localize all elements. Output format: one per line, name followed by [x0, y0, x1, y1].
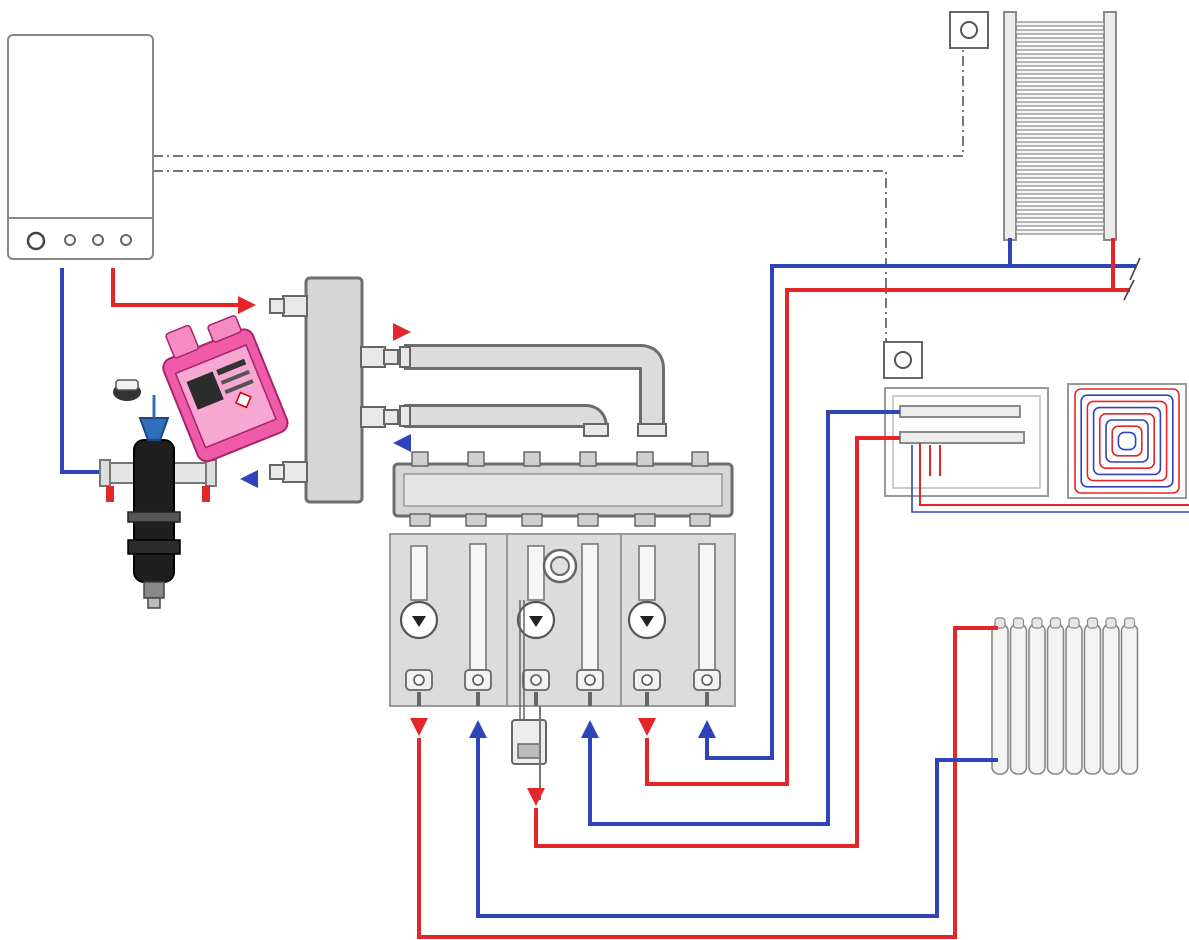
boiler-return-pipe	[60, 268, 106, 474]
pump-groups	[389, 533, 736, 707]
boiler-flow-pipe	[111, 268, 238, 307]
flow-direction-arrow-icon	[469, 720, 487, 738]
mixing-valve-icon	[511, 548, 578, 800]
flow-direction-arrow-icon	[393, 323, 411, 341]
circulation-pump-icon	[516, 600, 556, 640]
flow-direction-arrow-icon	[638, 718, 656, 736]
towel-return-pipe	[705, 238, 1136, 760]
magnetic-filter-icon	[99, 379, 217, 609]
control-wire-floor-thermostat	[153, 170, 887, 343]
inhibitor-canister-icon	[162, 315, 289, 463]
flow-direction-arrow-icon	[698, 720, 716, 738]
pipe-break-marks	[1123, 257, 1141, 301]
room-thermostat-icon	[883, 341, 923, 379]
control-wires	[153, 47, 964, 343]
underfloor-manifold	[884, 387, 1189, 513]
column-radiator-icon	[991, 617, 1139, 775]
wall-boiler-icon	[7, 34, 154, 260]
flow-direction-arrow-icon	[581, 720, 599, 738]
flow-direction-arrow-icon	[240, 470, 258, 488]
flow-direction-arrow-icon	[410, 718, 428, 736]
header-connection-pipes	[399, 344, 667, 437]
flow-direction-arrow-icon	[238, 296, 256, 314]
boiler-main-dial-icon	[26, 231, 46, 251]
flow-arrows	[238, 296, 716, 806]
control-wire-towel-thermostat	[153, 47, 964, 157]
pipework	[60, 238, 1136, 939]
distribution-manifold	[392, 451, 734, 527]
towel-flow-pipe	[645, 238, 1130, 786]
floor-flow-pipe	[534, 436, 900, 848]
radiator-return-pipe	[476, 738, 998, 918]
underfloor-heating-coil-icon	[1067, 383, 1187, 499]
towel-rail-icon	[1003, 11, 1117, 241]
radiator-flow-pipe	[417, 626, 998, 939]
circulation-pump-icon	[627, 600, 667, 640]
circulation-pump-icon	[399, 600, 439, 640]
flow-direction-arrow-icon	[527, 788, 545, 806]
room-thermostat-icon	[949, 11, 989, 49]
flow-direction-arrow-icon	[393, 434, 411, 452]
floor-return-pipe	[588, 410, 900, 826]
low-loss-header	[269, 276, 399, 504]
